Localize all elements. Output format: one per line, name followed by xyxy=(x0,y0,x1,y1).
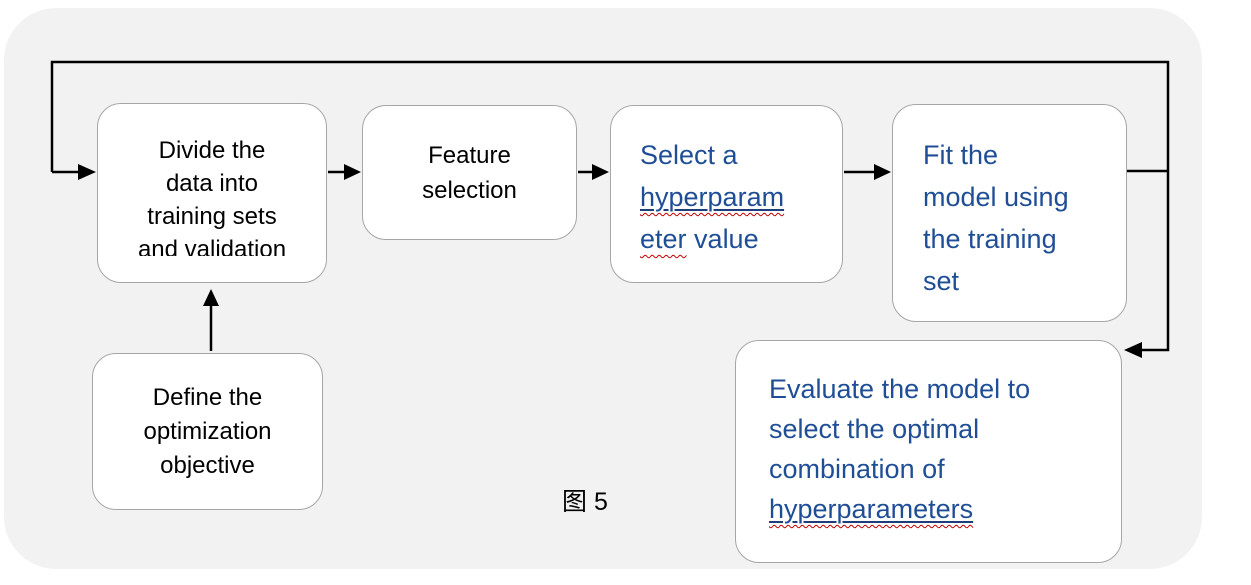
text-line: select the optimal xyxy=(769,414,980,444)
text-line: hyperparameters xyxy=(769,489,1030,529)
text-line: training sets xyxy=(147,203,277,230)
misspelled-word: hyperparam xyxy=(640,182,785,212)
text-line: set xyxy=(923,266,960,296)
node-define-objective: Define the optimization objective xyxy=(92,353,323,510)
node-divide-data: Divide the data into training sets and v… xyxy=(97,103,327,283)
node-fit-model-text: Fit the model using the training set xyxy=(923,134,1069,302)
node-evaluate-model-text: Evaluate the model to select the optimal… xyxy=(769,369,1030,529)
node-select-hyperparameter: Select a hyperparam eter value xyxy=(610,105,843,283)
text-line: Feature xyxy=(428,141,511,169)
node-divide-data-text: Divide the data into training sets and v… xyxy=(98,134,326,256)
node-define-objective-text: Define the optimization objective xyxy=(93,354,322,509)
text-line: the training xyxy=(923,224,1057,254)
text-line: Divide the xyxy=(158,137,266,164)
arrowhead-into-select xyxy=(592,164,609,180)
text-line: optimization xyxy=(143,417,272,445)
text-line: eter value xyxy=(640,224,759,254)
text-line: and validation xyxy=(137,236,287,256)
text-line: Evaluate the model to xyxy=(769,374,1031,404)
text-line: model using xyxy=(923,182,1069,212)
text-line: data into xyxy=(165,170,259,197)
arrowhead-into-feature xyxy=(344,164,361,180)
arrowhead-into-fit xyxy=(874,164,891,180)
text-line: hyperparam xyxy=(640,176,784,218)
text-line: combination of xyxy=(769,454,945,484)
arrowhead-into-evaluate xyxy=(1124,342,1142,358)
text-line: Define the xyxy=(152,383,263,411)
figure-caption: 图 5 xyxy=(562,489,608,512)
arrowhead-up-into-divide xyxy=(203,289,219,306)
misspelled-word: eter xyxy=(640,224,687,254)
node-fit-model: Fit the model using the training set xyxy=(892,104,1127,322)
node-feature-selection-text: Feature selection xyxy=(363,106,576,239)
text-line: objective xyxy=(160,451,255,479)
text-line: Fit the xyxy=(923,140,999,170)
arrowhead-into-divide xyxy=(78,164,96,180)
feedback-loop-line xyxy=(50,60,1170,352)
node-feature-selection: Feature selection xyxy=(362,105,577,240)
text-line: Select a xyxy=(640,140,738,170)
node-select-hyperparameter-text: Select a hyperparam eter value xyxy=(640,134,784,260)
node-evaluate-model: Evaluate the model to select the optimal… xyxy=(735,340,1122,563)
misspelled-word: hyperparameters xyxy=(769,494,974,524)
text-line: selection xyxy=(422,176,517,204)
